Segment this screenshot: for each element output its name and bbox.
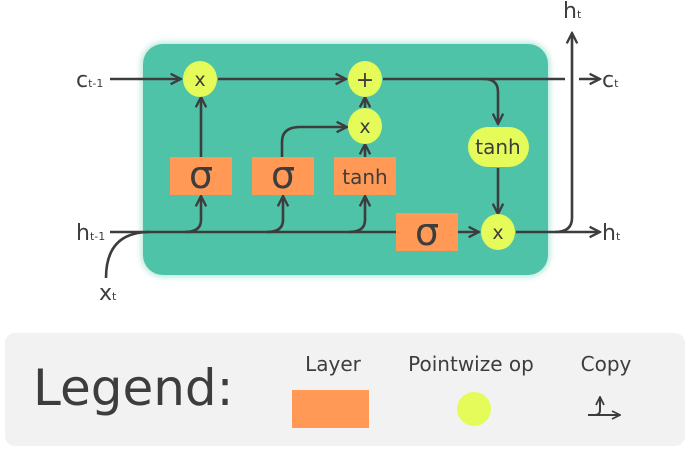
forget-multiply-op: x [183,61,217,97]
h-prev-label: ht-1 [76,221,105,246]
h-to-candidate-arrow [348,196,365,234]
tanh-op: tanh [468,127,529,167]
legend-pointwise-swatch [457,392,491,426]
legend-pointwise-label: Pointwize op [408,352,534,376]
svg-text:x: x [359,116,370,138]
legend: Legend: Layer Pointwize op Copy [5,333,685,446]
add-op: + [348,61,382,97]
x-input-label: xt [99,281,117,306]
output-gate-layer: σ [396,210,458,254]
h-top-label: ht [563,0,582,24]
svg-text:x: x [492,222,503,244]
svg-text:+: + [356,68,374,93]
x-input-line [104,230,151,279]
h-up-arrow [554,33,572,234]
svg-text:tanh: tanh [342,165,387,189]
forget-gate-layer: σ [170,153,232,197]
copy-icon [588,397,620,415]
svg-text:tanh: tanh [475,135,520,159]
input-gate-layer: σ [252,153,314,197]
input-to-mul-arrow [280,127,347,157]
input-multiply-op: x [348,108,382,144]
svg-text:σ: σ [189,153,213,197]
h-out-label: ht [602,221,621,246]
candidate-layer: tanh [334,157,396,195]
legend-copy-label: Copy [581,352,632,376]
h-to-input-arrow [266,196,283,234]
legend-layer-swatch [292,390,369,428]
h-to-forget-arrow [184,196,201,234]
c-prev-label: ct-1 [76,68,103,93]
c-to-tanh-arrow [483,77,498,124]
legend-layer-label: Layer [305,352,362,376]
legend-title: Legend: [33,359,234,417]
svg-text:σ: σ [415,210,439,254]
output-multiply-op: x [481,214,515,250]
svg-text:x: x [194,69,205,91]
svg-text:σ: σ [271,153,295,197]
c-out-label: ct [602,68,619,93]
